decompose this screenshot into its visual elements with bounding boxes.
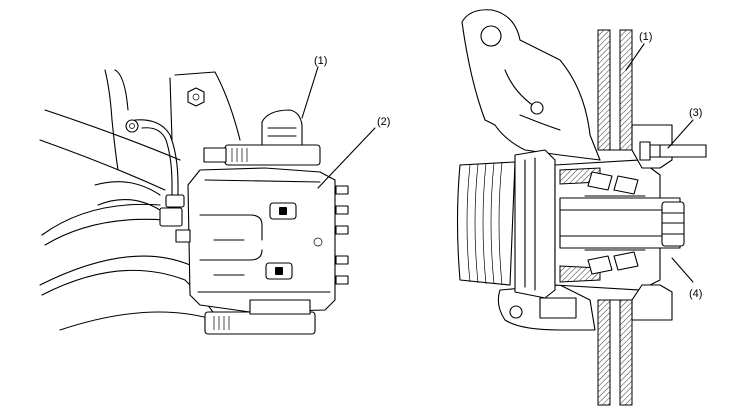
leader-line-2 xyxy=(317,127,376,189)
leader-line-section-1 xyxy=(625,43,645,71)
leader-line-1 xyxy=(301,66,319,119)
caliper-body xyxy=(187,167,336,313)
leader-line-section-4 xyxy=(671,257,694,283)
wheel-stud xyxy=(639,141,707,161)
leader-line-section-3 xyxy=(667,119,694,149)
section-callout-3: (3) xyxy=(689,107,702,119)
caliper-guide-pin-upper xyxy=(203,109,321,166)
section-callout-4: (4) xyxy=(689,288,702,300)
caliper-callout-1: (1) xyxy=(314,55,327,67)
caliper-side-bolts xyxy=(175,185,349,285)
knuckle-arm-outline xyxy=(39,69,241,331)
hub-section-view: (1) (3) (4) xyxy=(456,9,707,406)
hub-assembly xyxy=(554,159,685,291)
caliper-guide-pin-lower xyxy=(204,299,316,335)
cv-joint-boot xyxy=(456,161,516,286)
wheel-bearings xyxy=(584,171,646,275)
upper-mount-bolt xyxy=(187,87,205,107)
caliper-view: (1) (2) xyxy=(39,55,390,335)
section-callout-1: (1) xyxy=(639,31,652,43)
outer-joint-housing xyxy=(514,149,556,299)
steering-knuckle xyxy=(461,9,601,331)
brake-hose xyxy=(125,119,185,227)
caliper-callout-2: (2) xyxy=(377,116,390,128)
